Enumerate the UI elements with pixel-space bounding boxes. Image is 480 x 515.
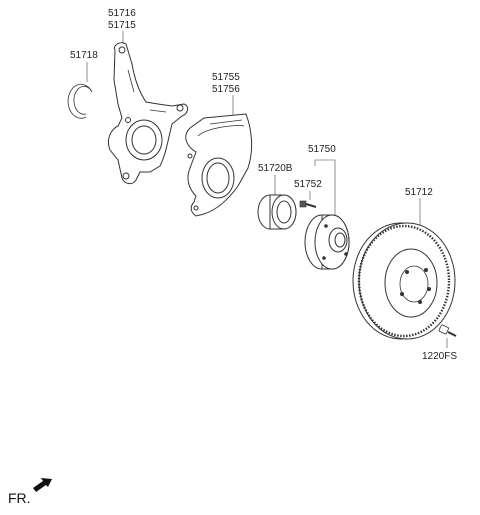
- label-knuckle-2: 51715: [108, 20, 136, 31]
- label-hub-bolt: 51752: [294, 179, 322, 190]
- dust-cover-icon: [185, 113, 253, 217]
- leader-lines: [86, 31, 448, 348]
- label-disc-screw: 1220FS: [422, 351, 457, 362]
- front-direction-label: FR.: [8, 490, 31, 506]
- wheel-hub-icon: [304, 214, 350, 270]
- label-hub: 51750: [308, 144, 336, 155]
- label-bearing: 51720B: [258, 163, 293, 174]
- snap-ring-icon: [67, 83, 93, 119]
- label-dust-cover-2: 51756: [212, 84, 240, 95]
- label-disc: 51712: [405, 187, 433, 198]
- disc-screw-icon: [438, 324, 457, 337]
- steering-knuckle-icon: [107, 42, 189, 185]
- label-snap-ring: 51718: [70, 50, 98, 61]
- wheel-bearing-icon: [257, 194, 297, 230]
- label-knuckle-1: 51716: [108, 8, 136, 19]
- front-arrow-icon: [33, 478, 52, 492]
- hub-bolt-icon: [299, 200, 317, 208]
- brake-disc-icon: [352, 222, 456, 340]
- label-dust-cover-1: 51755: [212, 72, 240, 83]
